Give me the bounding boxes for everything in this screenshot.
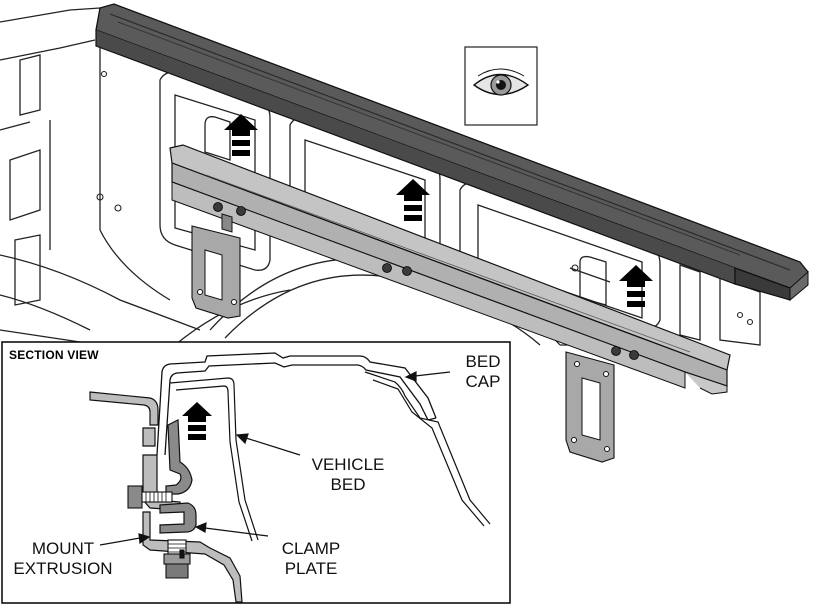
up-arrow-icon	[224, 114, 258, 156]
clamp-plate-label-line-2: PLATE	[284, 559, 338, 578]
mount-extrusion-label: MOUNT EXTRUSION	[8, 539, 118, 579]
bed-holes	[96, 70, 754, 326]
truck-bed-body	[0, 7, 801, 346]
clamp-plate-label-line-1: CLAMP	[281, 539, 341, 558]
mount-extrusion-rail	[169, 144, 731, 395]
vehicle-bed-label-line-2: BED	[330, 475, 366, 494]
section-view-panel	[1, 341, 511, 604]
section-view-title: SECTION VIEW	[9, 348, 99, 362]
clamp-plate-right	[565, 351, 615, 463]
bed-cap-label: BED CAP	[458, 352, 508, 392]
bed-cap-label-line-2: CAP	[465, 372, 501, 391]
leader-lines	[99, 371, 451, 546]
bed-cap-rail	[95, 3, 809, 302]
mount-extrusion-label-line-2: EXTRUSION	[13, 559, 113, 578]
vehicle-bed-label-line-1: VEHICLE	[311, 455, 385, 474]
section-clamp-plate	[159, 419, 197, 534]
up-arrow-icon	[182, 402, 212, 440]
clamp-plate-label: CLAMP PLATE	[266, 539, 356, 579]
clamp-plate-left	[191, 213, 241, 319]
mount-extrusion-label-line-1: MOUNT	[31, 539, 95, 558]
section-bolt	[127, 485, 191, 579]
up-arrow-icon	[619, 265, 653, 307]
up-arrow-icon	[396, 179, 430, 221]
extrusion-bolts	[213, 202, 639, 360]
vehicle-bed-label: VEHICLE BED	[298, 455, 398, 495]
section-vehicle-bed	[169, 371, 491, 542]
eye-icon	[464, 46, 538, 126]
bed-cap-label-line-1: BED	[465, 352, 501, 371]
